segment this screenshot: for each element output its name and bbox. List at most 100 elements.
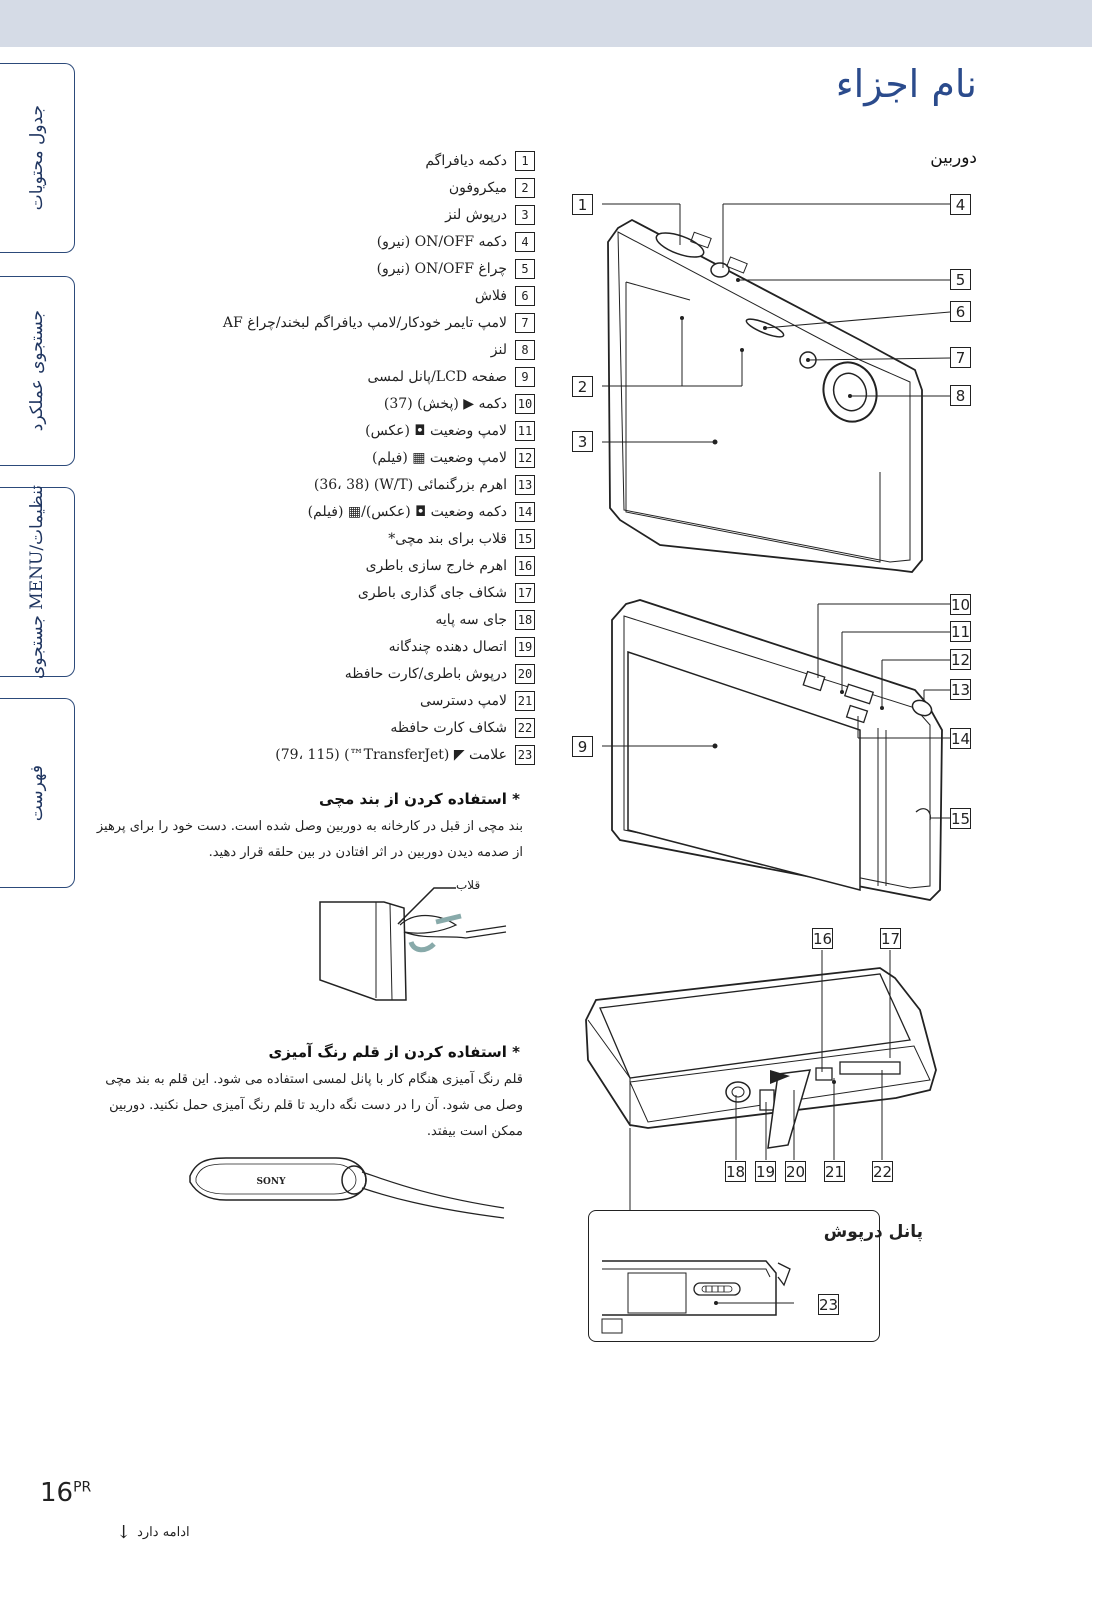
- part-label: اتصال دهنده چندگانه: [388, 638, 507, 655]
- tab-index[interactable]: فهرست: [0, 698, 75, 888]
- tab-function-search[interactable]: جستجوی عملکرد: [0, 276, 75, 466]
- part-number: 22: [515, 717, 535, 738]
- part-number: 11: [515, 420, 535, 441]
- part-number: 15: [515, 528, 535, 549]
- part-item: لامپ دسترسی 21: [180, 687, 535, 714]
- callout-19: 19: [755, 1161, 776, 1182]
- hook-label: قلاب: [456, 878, 481, 892]
- part-label: جای سه پایه: [435, 611, 507, 628]
- part-label: دکمه دیافراگم: [425, 152, 507, 169]
- part-item: درپوش باطری/کارت حافظه 20: [180, 660, 535, 687]
- part-item: لامپ وضعیت ◘ (عکس)11: [180, 417, 535, 444]
- part-number: 20: [515, 663, 535, 684]
- part-item: علامت ◤ (TransferJet™) (79، 115) 23: [180, 741, 535, 768]
- part-label: شکاف کارت حافظه: [390, 719, 507, 736]
- strap-note-text: بند مچی از قبل در کارخانه به دوربین وصل …: [96, 819, 523, 860]
- callout-18: 18: [725, 1161, 746, 1182]
- strap-illustration: [319, 887, 507, 1001]
- stylus-brand: SONY: [257, 1177, 287, 1187]
- page-number: 16PR: [40, 1478, 91, 1508]
- bottom-panel-inset: [588, 1210, 880, 1342]
- part-number: 18: [515, 609, 535, 630]
- bottom-panel-illustration: [601, 1260, 794, 1334]
- callout-6: 6: [950, 301, 971, 322]
- part-number: 7: [515, 312, 535, 333]
- part-number: 19: [515, 636, 535, 657]
- part-label: دکمه ▶ (پخش) (37): [383, 395, 507, 412]
- part-number: 5: [515, 258, 535, 279]
- part-number: 17: [515, 582, 535, 603]
- callout-21: 21: [824, 1161, 845, 1182]
- part-label: دکمه وضعیت ◘ (عکس)/▦ (فیلم): [307, 503, 507, 520]
- tab-contents[interactable]: جدول محتویات: [0, 63, 75, 253]
- part-label: اهرم خارج سازی باطری: [365, 557, 507, 574]
- page-number-suffix: PR: [73, 1479, 92, 1496]
- part-number: 13: [515, 474, 535, 495]
- stylus-note-heading: * استفاده کردن از قلم رنگ آمیزی: [268, 1043, 520, 1061]
- part-label: درپوش لنز: [445, 206, 507, 223]
- part-label: اهرم بزرگنمائی (W/T) (36، 38): [313, 476, 507, 493]
- callout-15: 15: [950, 808, 971, 829]
- top-banner: [0, 0, 1092, 47]
- part-label: لنز: [490, 341, 507, 358]
- arrow-down-icon: ↓: [116, 1522, 132, 1543]
- callout-2: 2: [572, 376, 593, 397]
- part-item: صفحه LCD/پانل لمسی 9: [180, 363, 535, 390]
- callout-20: 20: [785, 1161, 806, 1182]
- part-number: 1: [515, 150, 535, 171]
- part-label: لامپ تایمر خودکار/لامپ دیافراگم لبخند/چر…: [222, 314, 507, 331]
- part-label: درپوش باطری/کارت حافظه: [344, 665, 507, 682]
- page-title: نام اجزاء: [835, 62, 977, 106]
- part-label: دکمه ON/OFF (نیرو): [376, 233, 507, 250]
- callout-22: 22: [872, 1161, 893, 1182]
- part-item: اهرم بزرگنمائی (W/T) (36، 38) 13: [180, 471, 535, 498]
- part-number: 14: [515, 501, 535, 522]
- part-label: لامپ دسترسی: [420, 692, 507, 709]
- part-label: شکاف جای گذاری باطری: [357, 584, 507, 601]
- part-number: 23: [515, 744, 535, 765]
- part-number: 4: [515, 231, 535, 252]
- part-item: قلاب برای بند مچی* 15: [180, 525, 535, 552]
- part-label: فلاش: [474, 287, 507, 304]
- part-number: 2: [515, 177, 535, 198]
- part-number: 9: [515, 366, 535, 387]
- part-number: 16: [515, 555, 535, 576]
- part-number: 10: [515, 393, 535, 414]
- callout-12: 12: [950, 649, 971, 670]
- continue-label: ادامه دارد: [137, 1525, 190, 1540]
- part-item: جای سه پایه 18: [180, 606, 535, 633]
- callout-5: 5: [950, 269, 971, 290]
- part-label: قلاب برای بند مچی*: [388, 530, 507, 547]
- callout-3: 3: [572, 431, 593, 452]
- part-label: چراغ ON/OFF (نیرو): [376, 260, 507, 277]
- part-item: اتصال دهنده چندگانه 19: [180, 633, 535, 660]
- bottom-panel-label: پانل درپوش: [823, 1222, 923, 1242]
- part-item: اهرم خارج سازی باطری 16: [180, 552, 535, 579]
- tab-menu-search[interactable]: جستجوی MENU/تنظیمات: [0, 485, 75, 679]
- callout-23: 23: [818, 1294, 839, 1315]
- tab-label: جدول محتویات: [27, 105, 47, 211]
- continue-link[interactable]: ادامه دارد ↓: [116, 1522, 190, 1543]
- callout-17: 17: [880, 928, 901, 949]
- part-item: دکمه وضعیت ◘ (عکس)/▦ (فیلم) 14: [180, 498, 535, 525]
- part-item: شکاف جای گذاری باطری 17: [180, 579, 535, 606]
- tab-label: جستجوی عملکرد: [27, 310, 47, 432]
- callout-7: 7: [950, 347, 971, 368]
- tab-label: جستجوی MENU/تنظیمات: [27, 485, 47, 679]
- callout-14: 14: [950, 728, 971, 749]
- camera-front-view: [602, 203, 951, 573]
- camera-bottom-view: [585, 950, 937, 1212]
- part-number: 12: [515, 447, 535, 468]
- tab-label: فهرست: [27, 764, 47, 822]
- part-label: علامت ◤ (TransferJet™) (79، 115): [275, 746, 507, 763]
- part-label: صفحه LCD/پانل لمسی: [367, 368, 507, 385]
- part-item: دکمه ▶ (پخش) (37) 10: [180, 390, 535, 417]
- section-subtitle: دوربین: [930, 148, 977, 168]
- callout-13: 13: [950, 679, 971, 700]
- part-number: 21: [515, 690, 535, 711]
